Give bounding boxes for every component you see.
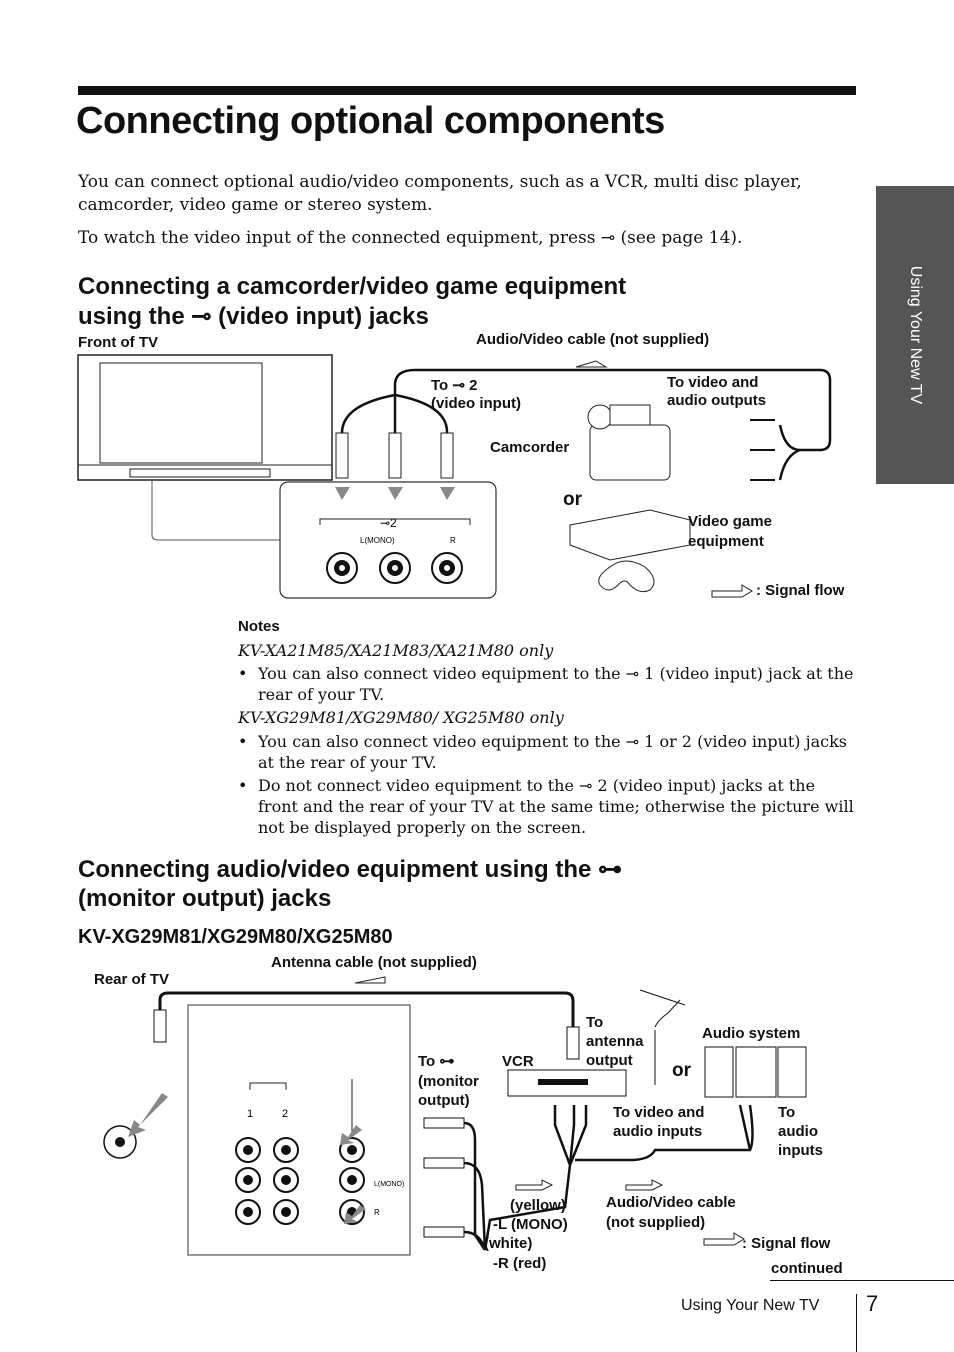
front-jack-label: ⊸2	[380, 516, 397, 530]
bullet: •	[238, 664, 248, 683]
signal-flow-label-2: : Signal flow	[742, 1235, 831, 1252]
jack-1-label: 1	[247, 1108, 253, 1120]
to-video-input-label: To ⊸ 2	[431, 377, 478, 394]
to-monitor-label-3: output)	[418, 1092, 470, 1109]
section1-heading-line1: Connecting a camcorder/video game equipm…	[78, 273, 627, 300]
av-cable-label: Audio/Video cable (not supplied)	[476, 331, 710, 348]
note-b2: • Do not connect video equipment to the …	[238, 775, 858, 839]
output-arrow	[340, 1125, 362, 1145]
antenna-plug-tv	[153, 1009, 167, 1043]
antenna-signal-arrow	[354, 976, 386, 984]
audio-system-label: Audio system	[702, 1025, 801, 1042]
signal-arrow-down	[440, 487, 455, 500]
signal-arrow-right	[625, 1179, 664, 1191]
camcorder-illustration	[587, 404, 671, 481]
signal-flow-legend-arrow	[711, 584, 753, 598]
cable-signal-arrow	[575, 360, 608, 368]
to-audio-inputs-1: To	[778, 1104, 796, 1121]
to-monitor-label-2: (monitor	[418, 1073, 479, 1090]
note-b1: • You can also connect video equipment t…	[238, 731, 858, 773]
front-jack-panel: ⊸2 L(MONO) R	[279, 481, 497, 599]
to-antenna-label-2: antenna	[586, 1033, 644, 1050]
rear-jack-mono: L(MONO)	[374, 1181, 404, 1188]
av-cable-label-2b: (not supplied)	[606, 1214, 706, 1231]
bullet: •	[238, 732, 248, 751]
notes-model-b: KV-XG29M81/XG29M80/ XG25M80 only	[238, 708, 564, 727]
yellow-label: (yellow)	[510, 1197, 566, 1214]
video-game-label: Video game	[688, 513, 772, 530]
monitor-output-diagram: 1 2 L(MONO) R	[103, 976, 807, 1256]
av-plugs	[335, 432, 454, 479]
section2-heading-line2: (monitor output) jacks	[78, 885, 332, 912]
bullet: •	[238, 776, 248, 795]
jack-2-label: 2	[282, 1108, 288, 1120]
antenna-arrow	[128, 1093, 168, 1137]
video-game-label-2: equipment	[688, 533, 764, 550]
signal-flow-legend-arrow	[703, 1232, 745, 1246]
section-side-tab: Using Your New TV	[876, 186, 954, 484]
to-antenna-label-1: To	[586, 1014, 604, 1031]
to-outputs-label-2: audio outputs	[667, 392, 767, 409]
or-label: or	[563, 489, 582, 510]
white-label-2: (white)	[484, 1235, 533, 1252]
front-jack-mono: L(MONO)	[360, 536, 395, 545]
vcr-label: VCR	[502, 1053, 534, 1070]
continued-label: continued	[771, 1260, 843, 1277]
antenna-illustration	[639, 989, 686, 1085]
notes-heading: Notes	[238, 618, 280, 635]
section1-heading-line2: using the ⊸ (video input) jacks	[78, 303, 429, 330]
or-label-2: or	[672, 1060, 691, 1081]
page-title: Connecting optional components	[76, 100, 665, 142]
antenna-cable-label: Antenna cable (not supplied)	[271, 954, 477, 971]
to-video-input-label-2: (video input)	[431, 395, 521, 412]
white-label-1: -L (MONO)	[493, 1216, 568, 1233]
footer-divider	[856, 1294, 857, 1352]
to-monitor-label-1: To ⊶	[418, 1053, 455, 1070]
tv-rear-panel	[187, 1004, 411, 1256]
camcorder-connection-diagram: ⊸2 L(MONO) R	[77, 354, 832, 599]
section2-heading-line1: Connecting audio/video equipment using t…	[78, 856, 623, 883]
front-of-tv-label: Front of TV	[78, 334, 158, 351]
signal-arrow-down	[335, 487, 350, 500]
note-a1: • You can also connect video equipment t…	[238, 663, 858, 705]
av-cable-label-2a: Audio/Video cable	[606, 1194, 736, 1211]
monitor-output-plugs	[423, 1117, 465, 1238]
tv-front-illustration	[77, 354, 333, 541]
to-video-audio-inputs-2: audio inputs	[613, 1123, 703, 1140]
to-antenna-label-3: output	[586, 1052, 633, 1069]
game-console-illustration	[569, 509, 691, 593]
note-b1-text: You can also connect video equipment to …	[258, 732, 847, 772]
note-a1-text: You can also connect video equipment to …	[258, 664, 854, 704]
antenna-plug-vcr	[566, 1026, 580, 1060]
red-label: -R (red)	[493, 1255, 547, 1272]
side-tab-label: Using Your New TV	[907, 265, 924, 405]
audio-system-illustration	[704, 1046, 807, 1098]
footer-rule	[770, 1280, 954, 1281]
to-audio-inputs-2: audio	[778, 1123, 818, 1140]
note-b2-text: Do not connect video equipment to the ⊸ …	[258, 776, 854, 837]
intro-instruction: To watch the video input of the connecte…	[78, 228, 743, 248]
front-jack-r: R	[450, 536, 456, 545]
title-rule	[78, 86, 856, 95]
signal-arrow-right	[515, 1179, 554, 1191]
intro-paragraph: You can connect optional audio/video com…	[78, 172, 802, 215]
signal-flow-label: : Signal flow	[756, 582, 845, 599]
output-arrow	[344, 1205, 366, 1224]
model-heading: KV-XG29M81/XG29M80/XG25M80	[78, 926, 393, 948]
rear-of-tv-label: Rear of TV	[94, 971, 170, 988]
to-audio-inputs-3: inputs	[778, 1142, 823, 1159]
footer-section-name: Using Your New TV	[681, 1297, 820, 1314]
signal-arrow-down	[388, 487, 403, 500]
camcorder-label: Camcorder	[490, 439, 570, 456]
rear-jack-r: R	[374, 1208, 380, 1217]
to-outputs-label: To video and	[667, 374, 759, 391]
page-number: 7	[866, 1291, 879, 1316]
notes-model-a: KV-XA21M85/XA21M83/XA21M80 only	[238, 641, 554, 660]
to-video-audio-inputs-1: To video and	[613, 1104, 705, 1121]
